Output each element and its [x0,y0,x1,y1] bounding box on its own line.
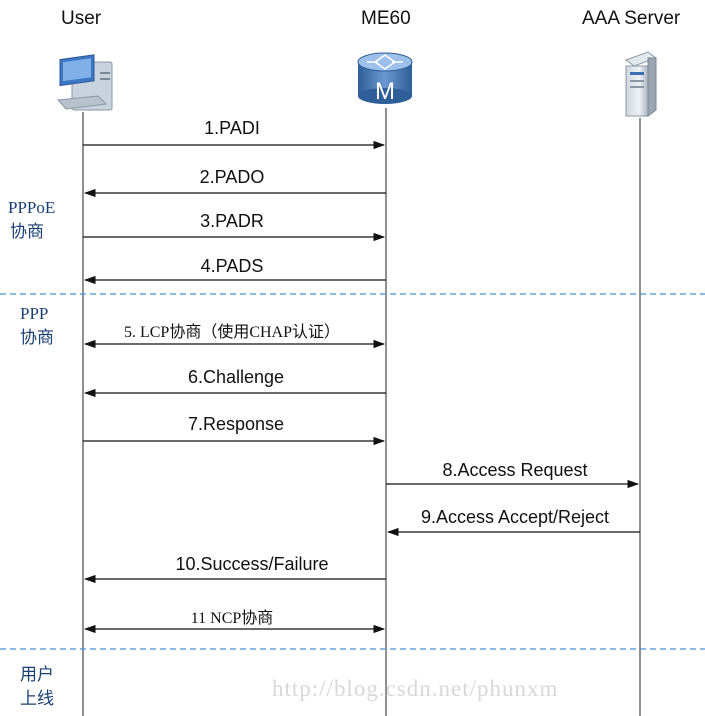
message-label-padr: 3.PADR [200,211,264,231]
phase-label-pppoe-line1: PPPoE [8,198,56,217]
router-icon: M [357,52,413,105]
pc-icon [56,54,113,111]
phase-label-ppp-line1: PPP [20,304,49,323]
message-label-pads: 4.PADS [200,256,264,276]
phase-label-pppoe-line2: 协商 [10,222,44,241]
message-label-ncp: 11 NCP协商 [190,610,274,627]
message-label-pado: 2.PADO [199,167,265,187]
phase-label-ppp-line2: 协商 [20,328,54,347]
message-arrows [83,140,640,634]
participant-aaa-server: AAA Server [582,8,681,29]
message-label-padi: 1.PADI [204,118,260,138]
message-label-access-accept-reject: 9.Access Accept/Reject [420,507,610,527]
router-letter: M [375,78,395,105]
server-icon [624,51,658,117]
message-label-access-request: 8.Access Request [442,460,588,480]
message-label-response: 7.Response [187,414,285,434]
participant-me60: ME60 [361,8,411,29]
message-label-lcp: 5. LCP协商（使用CHAP认证） [123,324,341,341]
phase-label-online-line2: 上线 [20,689,54,708]
message-label-challenge: 6.Challenge [187,367,285,387]
phase-label-online-line1: 用户 [20,665,54,684]
message-label-success-failure: 10.Success/Failure [175,554,329,574]
watermark: http://blog.csdn.net/phunxm [272,676,559,701]
participant-user: User [61,8,102,29]
